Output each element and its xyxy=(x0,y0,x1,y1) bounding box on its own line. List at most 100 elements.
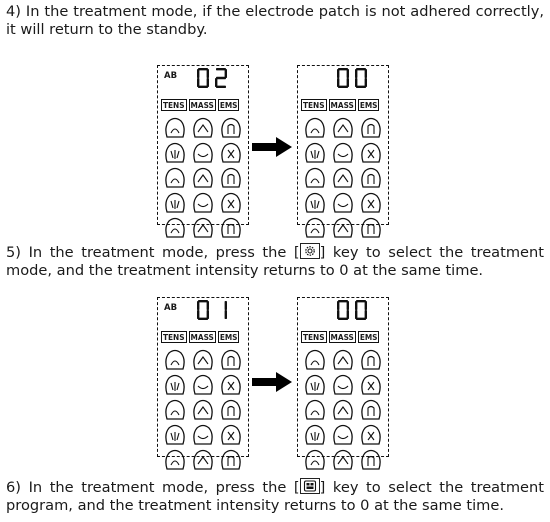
waist-icon xyxy=(193,142,213,163)
step-6-text-b: ] key to select the treatment program, a… xyxy=(6,479,545,514)
body-part-grid xyxy=(303,349,383,470)
sole-icon xyxy=(333,424,353,445)
calf-icon xyxy=(361,399,381,420)
ankle-icon xyxy=(165,449,185,470)
thigh-icon xyxy=(193,399,213,420)
neck-icon xyxy=(165,349,185,370)
right-arrow-icon xyxy=(252,137,292,157)
foot-icon xyxy=(221,192,241,213)
foot-icon xyxy=(361,424,381,445)
segment-digits xyxy=(197,300,227,320)
step-6-text: 6) In the treatment mode, press the [] k… xyxy=(6,478,544,515)
wrist-icon xyxy=(333,217,353,238)
knee-icon xyxy=(221,142,241,163)
neck-icon xyxy=(305,117,325,138)
abdomen-icon xyxy=(305,167,325,188)
hand-icon xyxy=(305,424,325,445)
calf-icon xyxy=(361,167,381,188)
step-6-text-a: 6) In the treatment mode, press the [ xyxy=(6,479,300,496)
thigh-icon xyxy=(333,399,353,420)
thigh-icon xyxy=(333,167,353,188)
arm-icon xyxy=(165,142,185,163)
ab-indicator: AB xyxy=(164,303,178,313)
foot-icon xyxy=(221,424,241,445)
shoulder-icon xyxy=(333,117,353,138)
body-part-grid xyxy=(163,117,243,238)
mode-tens: TENS xyxy=(301,331,327,343)
mode-tens: TENS xyxy=(301,99,327,111)
lcd-panel-after-2: TENS MASS EMS xyxy=(297,297,389,470)
ankle-icon xyxy=(165,217,185,238)
segment-digits xyxy=(337,68,367,88)
calf-icon xyxy=(221,167,241,188)
mode-ems: EMS xyxy=(357,331,380,343)
calf-icon xyxy=(221,399,241,420)
hip-icon xyxy=(361,449,381,470)
shoulder-icon xyxy=(193,349,213,370)
right-arrow-icon xyxy=(252,372,292,392)
mode-ems: EMS xyxy=(217,331,240,343)
mode-mass: MASS xyxy=(188,331,216,343)
program-key-icon xyxy=(299,478,320,494)
thigh-icon xyxy=(193,167,213,188)
mode-ems: EMS xyxy=(357,99,380,111)
abdomen-icon xyxy=(305,399,325,420)
segment-digits xyxy=(197,68,227,88)
sole-icon xyxy=(193,192,213,213)
hip-icon xyxy=(221,217,241,238)
mode-labels: TENS MASS EMS xyxy=(301,331,380,343)
hip-icon xyxy=(361,217,381,238)
mode-mass: MASS xyxy=(328,331,356,343)
sole-icon xyxy=(333,192,353,213)
arm-icon xyxy=(305,142,325,163)
mode-mass: MASS xyxy=(188,99,216,111)
ab-indicator: AB xyxy=(164,71,178,81)
hand-icon xyxy=(165,424,185,445)
gear-key-icon xyxy=(299,243,320,259)
mode-ems: EMS xyxy=(217,99,240,111)
arm-icon xyxy=(165,374,185,395)
lcd-panel-before-2: AB TENS MASS EMS xyxy=(157,297,249,470)
waist-icon xyxy=(193,374,213,395)
knee-icon xyxy=(361,374,381,395)
ankle-icon xyxy=(305,217,325,238)
body-part-grid xyxy=(163,349,243,470)
step-5-text-b: ] key to select the treatment mode, and … xyxy=(6,244,545,279)
segment-digits xyxy=(337,300,367,320)
hip-icon xyxy=(221,449,241,470)
waist-icon xyxy=(333,142,353,163)
mode-labels: TENS MASS EMS xyxy=(161,331,240,343)
arm-icon xyxy=(305,374,325,395)
wrist-icon xyxy=(193,449,213,470)
back-icon xyxy=(361,117,381,138)
step-4-text: 4) In the treatment mode, if the electro… xyxy=(6,3,544,38)
sole-icon xyxy=(193,424,213,445)
mode-mass: MASS xyxy=(328,99,356,111)
knee-icon xyxy=(361,142,381,163)
hand-icon xyxy=(305,192,325,213)
knee-icon xyxy=(221,374,241,395)
shoulder-icon xyxy=(333,349,353,370)
wrist-icon xyxy=(193,217,213,238)
step-5-text: 5) In the treatment mode, press the [] k… xyxy=(6,243,544,280)
lcd-panel-after-1: TENS MASS EMS xyxy=(297,65,389,238)
lcd-panel-before-1: AB TENS MASS EMS xyxy=(157,65,249,238)
mode-tens: TENS xyxy=(161,99,187,111)
hand-icon xyxy=(165,192,185,213)
mode-labels: TENS MASS EMS xyxy=(161,99,240,111)
abdomen-icon xyxy=(165,399,185,420)
mode-tens: TENS xyxy=(161,331,187,343)
back-icon xyxy=(361,349,381,370)
body-part-grid xyxy=(303,117,383,238)
ankle-icon xyxy=(305,449,325,470)
shoulder-icon xyxy=(193,117,213,138)
foot-icon xyxy=(361,192,381,213)
neck-icon xyxy=(165,117,185,138)
mode-labels: TENS MASS EMS xyxy=(301,99,380,111)
back-icon xyxy=(221,349,241,370)
step-5-text-a: 5) In the treatment mode, press the [ xyxy=(6,244,300,261)
wrist-icon xyxy=(333,449,353,470)
abdomen-icon xyxy=(165,167,185,188)
waist-icon xyxy=(333,374,353,395)
back-icon xyxy=(221,117,241,138)
